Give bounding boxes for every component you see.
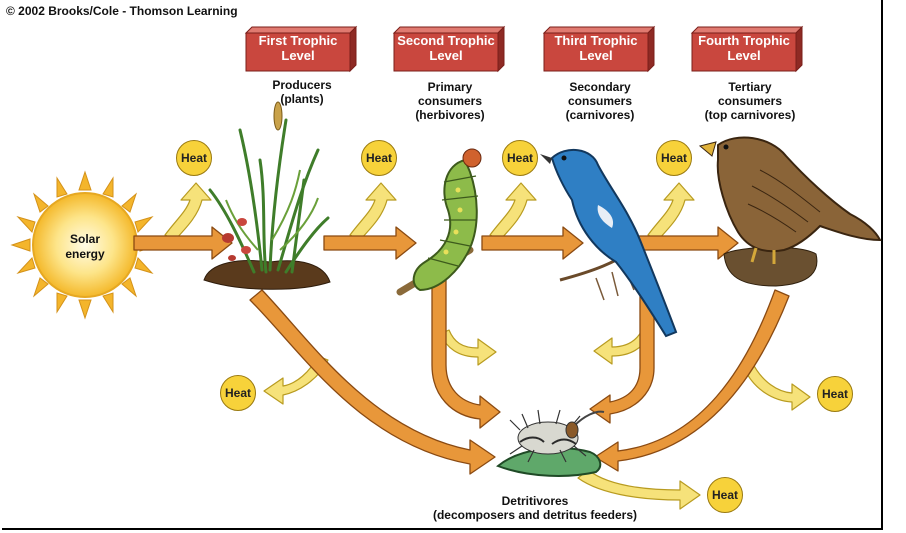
- sun-icon: [10, 170, 160, 320]
- tertiary-consumers-label: Tertiary: [728, 80, 772, 94]
- primary-consumers-caption: Primary consumers (herbivores): [385, 80, 515, 122]
- primary-consumers-label: Primary: [427, 80, 473, 94]
- secondary-consumers-label: Secondary: [569, 80, 631, 94]
- second-trophic-level-subtitle: Level: [429, 48, 463, 63]
- detritivores-label: Detritivores: [501, 494, 569, 508]
- producers-caption: Producers (plants): [237, 78, 367, 106]
- heat-circle: Heat: [707, 477, 743, 513]
- primary-consumers-label-2: consumers: [417, 94, 483, 108]
- fourth-trophic-level-title: Fourth Trophic: [698, 33, 790, 48]
- level-box-shapes: [244, 25, 804, 73]
- third-trophic-level-title: Third Trophic: [554, 33, 638, 48]
- hawk-icon: [698, 136, 882, 287]
- first-trophic-level-title: First Trophic: [258, 33, 338, 48]
- heat-circle: Heat: [176, 140, 212, 176]
- producers-sublabel: (plants): [280, 92, 324, 106]
- heat-circle: Heat: [817, 376, 853, 412]
- second-trophic-level-title: Second Trophic: [397, 33, 495, 48]
- third-trophic-level-box: Third Trophic Level: [544, 27, 656, 71]
- secondary-consumers-sublabel: (carnivores): [565, 108, 635, 122]
- first-trophic-level-box: First Trophic Level: [246, 27, 358, 71]
- third-trophic-level-subtitle: Level: [579, 48, 613, 63]
- tertiary-consumers-caption: Tertiary consumers (top carnivores): [685, 80, 815, 122]
- tertiary-consumers-label-2: consumers: [717, 94, 783, 108]
- solar-label-line2: energy: [65, 247, 105, 261]
- caterpillar-icon: [396, 148, 482, 296]
- fourth-trophic-level-box: Fourth Trophic Level: [692, 27, 804, 71]
- heat-circle: Heat: [502, 140, 538, 176]
- heat-circle: Heat: [361, 140, 397, 176]
- heat-circle: Heat: [220, 375, 256, 411]
- energy-arrows: [133, 226, 790, 475]
- detritivores-icon: [496, 409, 605, 477]
- plants-icon: [203, 101, 331, 290]
- solar-energy-label: Solar energy: [48, 232, 122, 262]
- primary-consumers-sublabel: (herbivores): [415, 108, 485, 122]
- fourth-trophic-level-subtitle: Level: [727, 48, 761, 63]
- heat-circle: Heat: [656, 140, 692, 176]
- bird-icon: [540, 149, 678, 338]
- second-trophic-level-box: Second Trophic Level: [394, 27, 506, 71]
- tertiary-consumers-sublabel: (top carnivores): [704, 108, 796, 122]
- producers-label: Producers: [272, 78, 332, 92]
- first-trophic-level-subtitle: Level: [281, 48, 315, 63]
- detritivores-caption: Detritivores (decomposers and detritus f…: [405, 494, 665, 522]
- secondary-consumers-label-2: consumers: [567, 94, 633, 108]
- heat-arrows: [164, 182, 811, 510]
- detritivores-sublabel: (decomposers and detritus feeders): [432, 508, 638, 522]
- figure-frame: [2, 0, 883, 530]
- solar-label-line1: Solar: [69, 232, 100, 246]
- copyright-notice: © 2002 Brooks/Cole - Thomson Learning: [6, 4, 238, 18]
- secondary-consumers-caption: Secondary consumers (carnivores): [535, 80, 665, 122]
